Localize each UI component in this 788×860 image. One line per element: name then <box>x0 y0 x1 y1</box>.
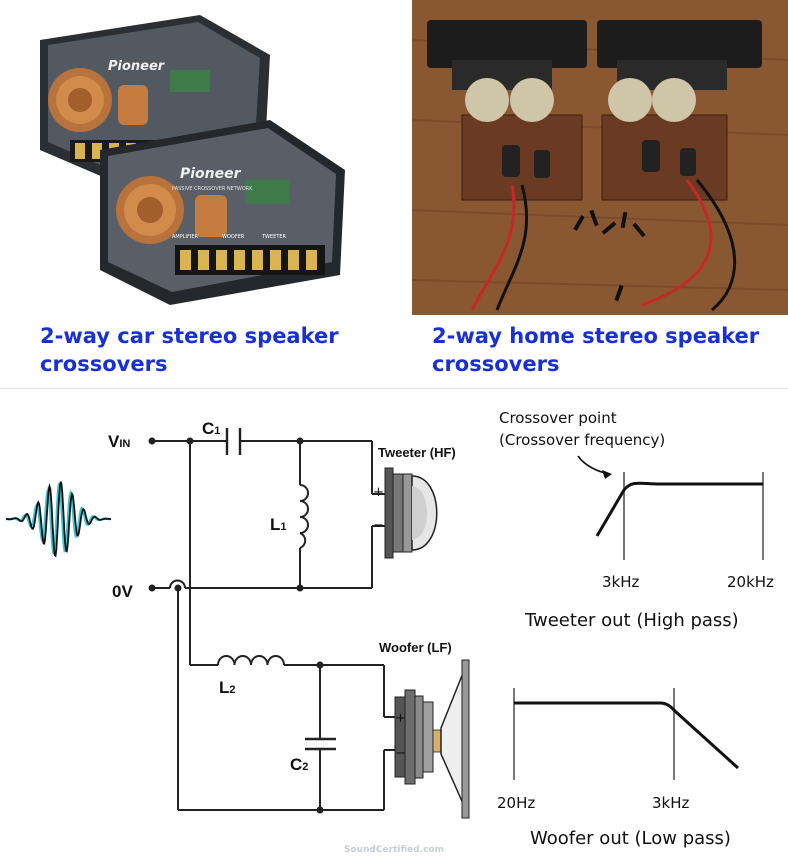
circuit-wires <box>152 440 395 811</box>
low-pass-curve <box>514 701 740 770</box>
l1-label: L1 <box>270 515 287 534</box>
high-pass-left-tick: 3kHz <box>602 573 640 591</box>
car-crossover-caption: 2-way car stereo speaker crossovers <box>40 324 339 376</box>
audio-waveform-icon <box>6 481 111 558</box>
tweeter-plus-label: + <box>373 485 384 500</box>
woofer-icon <box>394 659 470 819</box>
tweeter-icon <box>384 467 438 559</box>
pioneer-logo-front: Pioneer <box>180 166 242 182</box>
section-divider <box>0 388 788 389</box>
c1-label: C1 <box>202 419 220 438</box>
crossover-unit-front: Pioneer PASSIVE CROSSOVER NETWORK AMPLIF… <box>100 120 345 305</box>
crossover-circuit-diagram: VIN 0V C1 L1 L2 C2 Tweeter (HF) Woofer (… <box>6 409 774 849</box>
terminal-label-amplifier: AMPLIFIER <box>172 234 199 240</box>
car-crossover-photo: Pioneer Pioneer PASSIVE CROSS <box>0 0 402 318</box>
crossover-frequency-label: (Crossover frequency) <box>499 431 665 449</box>
terminal-label-woofer: WOOFER <box>222 234 245 240</box>
pioneer-logo-back: Pioneer <box>108 59 166 74</box>
home-crossover-photo <box>412 0 788 315</box>
high-pass-curve <box>595 481 763 537</box>
tweeter-minus-label: − <box>373 518 384 533</box>
zero-volt-label: 0V <box>112 582 133 601</box>
low-pass-left-tick: 20Hz <box>497 794 535 812</box>
l2-label: L2 <box>219 678 236 697</box>
high-pass-right-tick: 20kHz <box>727 573 774 591</box>
capacitor-c2-icon <box>305 737 336 751</box>
woofer-label: Woofer (LF) <box>379 640 452 655</box>
watermark: SoundCertified.com <box>344 845 444 855</box>
home-crossover-caption: 2-way home stereo speaker crossovers <box>432 324 760 376</box>
woofer-out-title: Woofer out (Low pass) <box>530 828 731 849</box>
low-pass-right-tick: 3kHz <box>652 794 690 812</box>
low-pass-graph: 20Hz 3kHz Woofer out (Low pass) <box>497 688 740 849</box>
inductor-l1-icon <box>299 484 309 549</box>
vin-label: VIN <box>108 432 130 451</box>
crossover-subtitle: PASSIVE CROSSOVER NETWORK <box>172 186 253 192</box>
c2-label: C2 <box>290 755 308 774</box>
inductor-l2-icon <box>217 655 285 666</box>
high-pass-graph: Crossover point (Crossover frequency) 3k… <box>499 409 774 631</box>
terminal-label-tweeter: TWEETER <box>261 234 287 240</box>
circuit-junctions <box>148 437 324 814</box>
tweeter-out-title: Tweeter out (High pass) <box>524 610 739 631</box>
tweeter-label: Tweeter (HF) <box>378 445 456 460</box>
capacitor-c1-icon <box>225 428 242 455</box>
crossover-point-label: Crossover point <box>499 409 617 427</box>
woofer-plus-label: + <box>395 711 406 726</box>
woofer-minus-label: − <box>395 746 406 761</box>
